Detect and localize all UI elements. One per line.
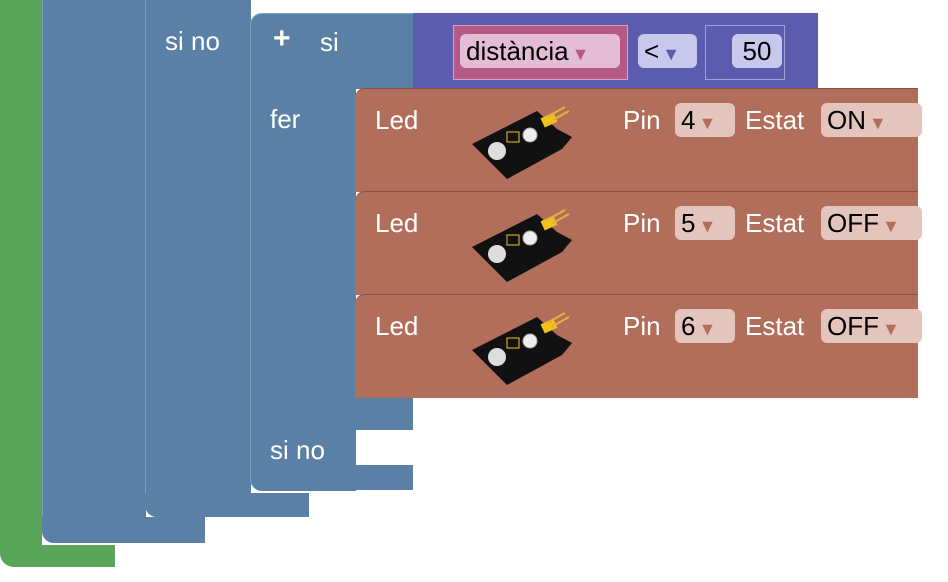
state-dropdown[interactable]: OFF▼ [821,309,922,343]
led-pin: 5 [681,208,696,238]
led-block[interactable]: Led Pin 4▼ Estat ON▼ [355,88,922,192]
pin-label: Pin [623,105,661,135]
if-block-inner-bottom [300,465,413,490]
if-label: si [320,27,339,57]
pin-dropdown[interactable]: 4▼ [675,103,735,137]
pin-dropdown[interactable]: 6▼ [675,309,735,343]
operator-dropdown[interactable]: <▼ [638,34,697,68]
pin-label: Pin [623,208,661,238]
if-block-inner-mid [300,398,413,430]
led-pin: 4 [681,105,696,135]
led-module-image [472,106,572,179]
dropdown-arrow-icon: ▼ [698,113,717,133]
loop-block-bottom [0,545,115,567]
state-label: Estat [745,208,805,238]
state-dropdown[interactable]: OFF▼ [821,206,922,240]
led-state: ON [827,105,866,135]
variable-name: distància [466,36,569,66]
led-state: OFF [827,208,879,238]
dropdown-arrow-icon: ▼ [869,113,887,133]
pin-dropdown[interactable]: 5▼ [675,206,735,240]
if-block-inner-top [300,13,413,89]
led-pin: 6 [681,311,696,341]
led-state: OFF [827,311,879,341]
led-module-image [472,312,572,385]
dropdown-arrow-icon: ▼ [662,44,681,64]
if-block-outer-bottom [42,517,205,543]
led-module-image [472,209,572,282]
state-dropdown[interactable]: ON▼ [821,103,922,137]
led-block[interactable]: Led Pin 6▼ Estat OFF▼ [355,294,922,398]
if-block-middle[interactable] [145,0,251,517]
dropdown-arrow-icon: ▼ [698,216,717,236]
else-label: si no [165,26,220,56]
operator-value: < [644,36,660,66]
dropdown-arrow-icon: ▼ [571,44,590,64]
do-label: fer [270,104,301,134]
pin-label: Pin [623,311,661,341]
dropdown-arrow-icon: ▼ [882,319,900,339]
variable-dropdown[interactable]: distància▼ [460,34,620,68]
dropdown-arrow-icon: ▼ [698,319,717,339]
state-label: Estat [745,105,805,135]
dropdown-arrow-icon: ▼ [882,216,900,236]
plus-icon[interactable]: + [273,22,291,55]
else-label-inner: si no [270,435,325,465]
loop-block[interactable] [0,0,42,567]
if-block-middle-bottom [145,493,309,517]
led-label: Led [375,311,419,341]
state-label: Estat [745,311,805,341]
if-block-outer[interactable] [42,0,146,543]
number-field[interactable]: 50 [732,34,782,68]
led-label: Led [375,105,419,135]
led-label: Led [375,208,419,238]
led-block[interactable]: Led Pin 5▼ Estat OFF▼ [355,191,922,295]
